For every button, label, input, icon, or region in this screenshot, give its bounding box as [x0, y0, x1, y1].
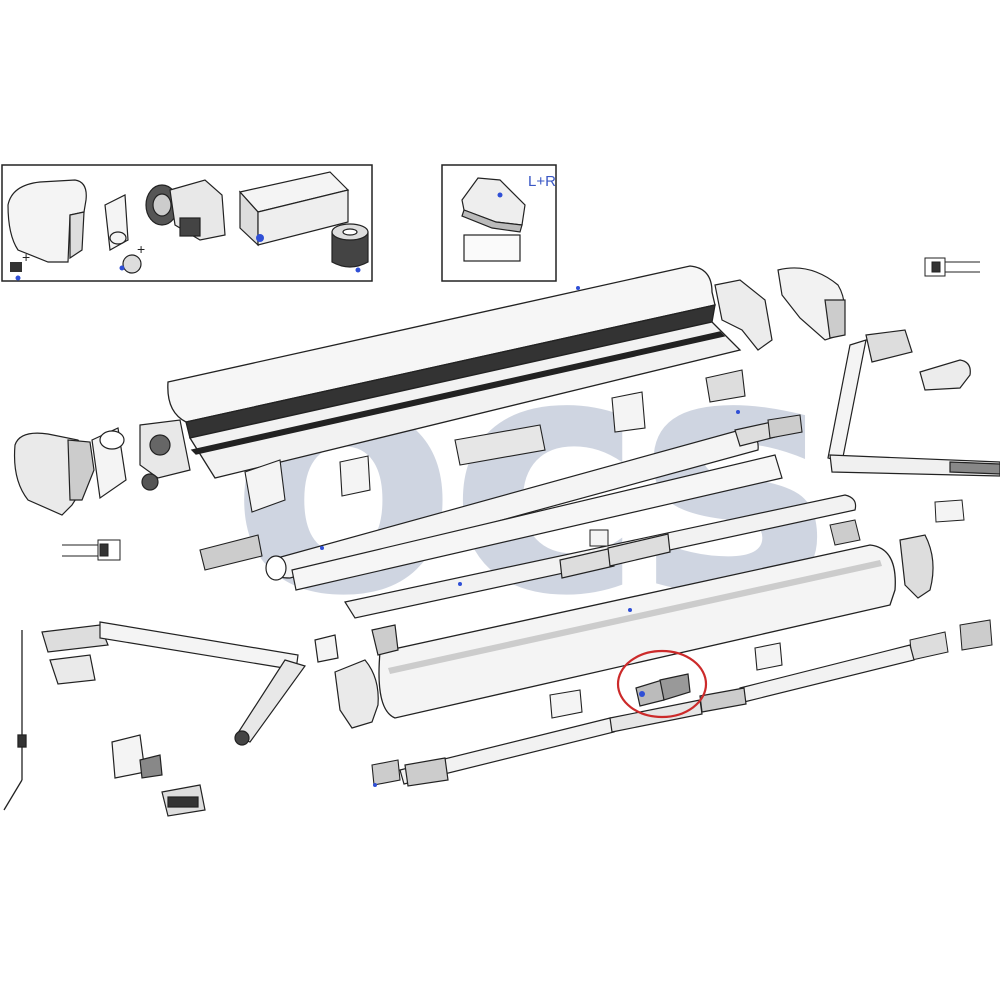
wall-bracket-parts: [111, 734, 206, 817]
svg-text:+: +: [137, 241, 145, 257]
gear-drive-part: [145, 179, 226, 241]
front-bar-brackets: [371, 642, 783, 786]
left-connector-pin: [62, 539, 121, 561]
front-bar: [378, 544, 896, 719]
cap-knob-part: [122, 254, 142, 274]
left-drive-assembly: [91, 419, 191, 500]
bottom-lead-rail: [399, 644, 915, 787]
svg-text:+: +: [22, 249, 30, 265]
left-right-label: L+R: [528, 173, 556, 190]
lead-rail-lower: [291, 454, 783, 591]
side-connector-pin: [924, 257, 980, 277]
bracket-plate-part: [104, 194, 129, 251]
end-bracket-part: [461, 177, 526, 233]
front-bar-end-caps: [314, 534, 934, 729]
assembly-markers: [15, 192, 740, 787]
lower-left-arm: [41, 621, 306, 746]
inset-box-cassette-parts: + +: [1, 164, 373, 282]
cassette-top-cover: [167, 265, 742, 479]
inset-box-end-bracket: L+R: [441, 164, 557, 282]
center-support-bracket: [635, 673, 691, 707]
upper-right-arm: [827, 329, 1000, 477]
mounting-brackets-middle: [199, 369, 803, 571]
motor-housing-part: [238, 171, 350, 247]
highlight-circle: [616, 649, 708, 719]
small-clips-right: [589, 499, 993, 661]
spacer-block-part: [463, 234, 521, 262]
motor-cylinder-part: [331, 223, 369, 268]
front-profile-upper: [344, 494, 857, 619]
right-end-cap-upper: [714, 267, 846, 351]
left-end-cap: [13, 432, 95, 516]
small-clip-part: [10, 262, 22, 272]
crank-rod: [3, 630, 27, 811]
arm-end-cap: [919, 359, 971, 391]
end-cap-part: [7, 179, 87, 263]
